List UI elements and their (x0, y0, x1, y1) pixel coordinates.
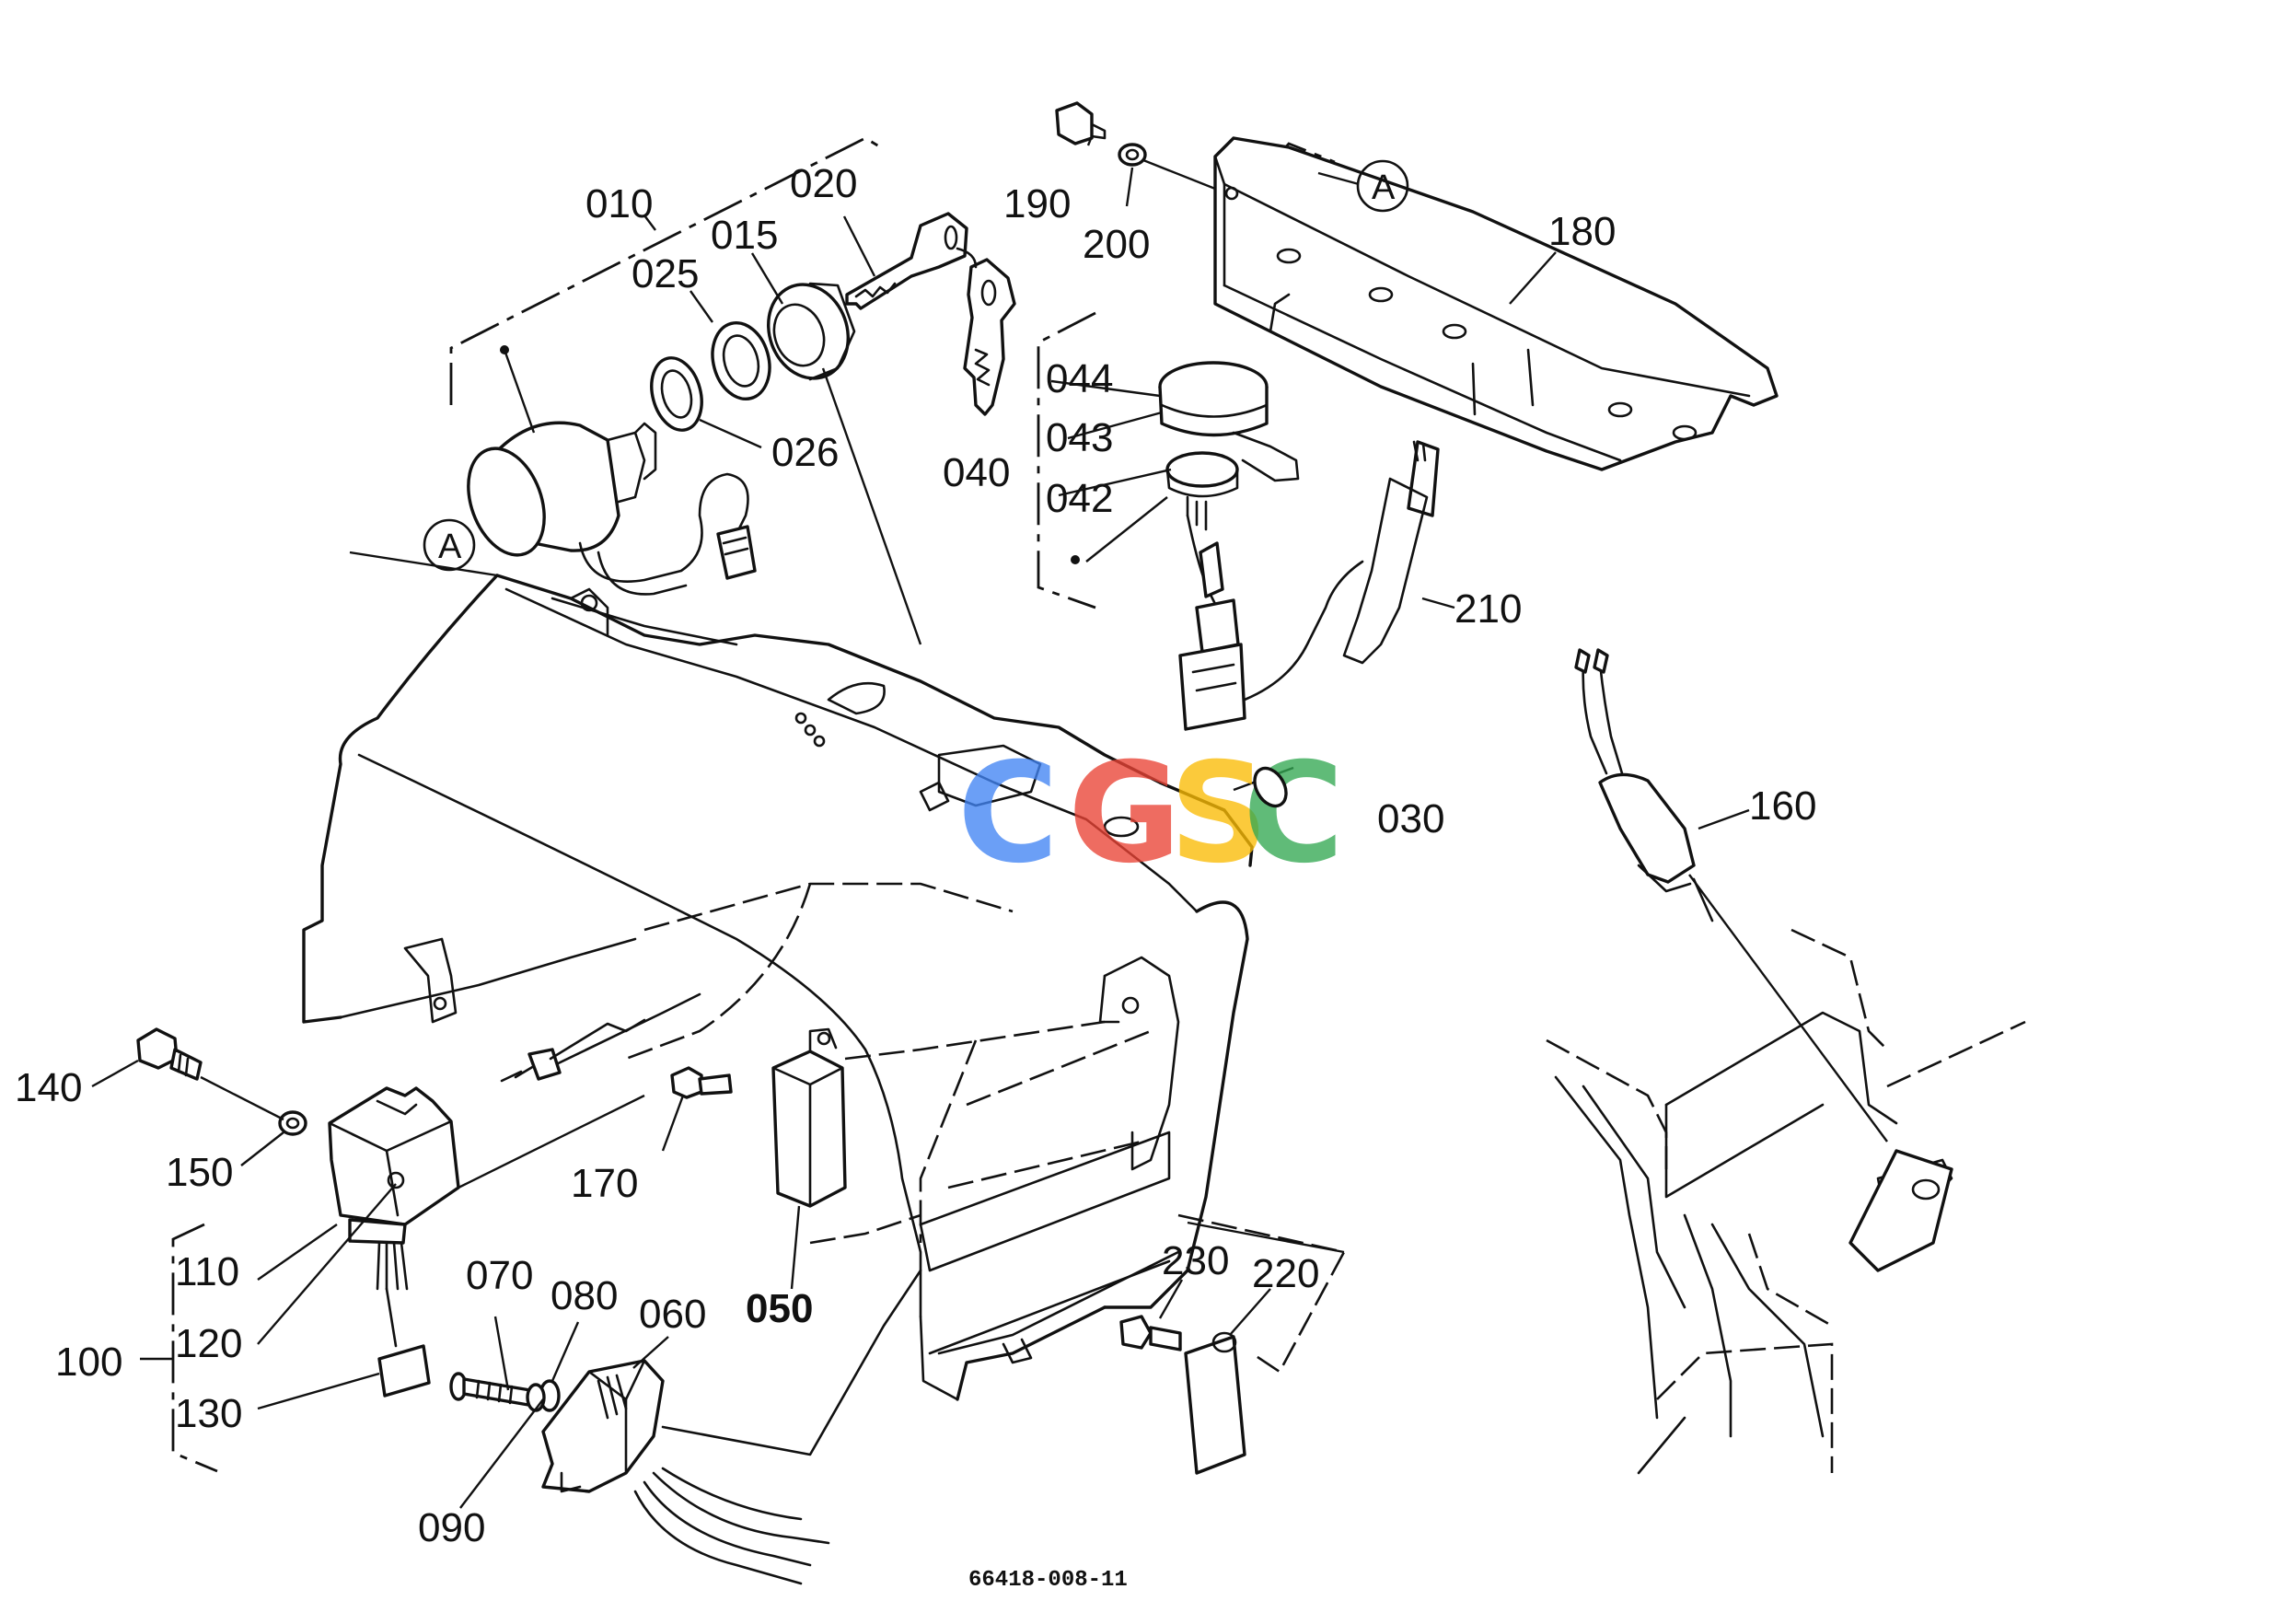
cable-210 (1342, 440, 1440, 665)
callout-044: 044 (1046, 356, 1113, 401)
callout-130: 130 (175, 1391, 242, 1436)
connector-bolt-mid (500, 992, 701, 1083)
dash-panel-cover (302, 574, 1254, 1401)
callout-170: 170 (571, 1161, 638, 1206)
callout-200: 200 (1083, 222, 1150, 267)
bolt-230 (1119, 1315, 1182, 1351)
callout-060: 060 (639, 1292, 706, 1337)
callout-180: 180 (1548, 209, 1616, 254)
watermark-letter-4: C (1243, 734, 1344, 894)
callout-080: 080 (550, 1273, 618, 1318)
washer-090 (526, 1383, 546, 1412)
bolt-190 (1055, 101, 1107, 145)
bolt-140 (136, 1027, 203, 1081)
callout-labels: 010 020 015 025 026 190 200 180 044 043 … (15, 161, 1816, 1550)
frame-right (1546, 874, 2026, 1475)
callout-030: 030 (1377, 796, 1444, 841)
callout-042: 042 (1046, 476, 1113, 521)
key-switch-body (467, 421, 757, 596)
callout-140: 140 (15, 1065, 82, 1110)
nut-025 (711, 320, 771, 401)
callout-220: 220 (1252, 1251, 1319, 1296)
alternator-regulator-060 (541, 1359, 830, 1585)
bolt-170 (670, 1066, 733, 1099)
watermark: C G S C (957, 734, 1344, 894)
callout-040: 040 (943, 450, 1010, 495)
leader-lines (91, 135, 1750, 1509)
callout-026: 026 (771, 430, 839, 475)
ref-label-a-left: A (438, 528, 462, 566)
relay-100 (328, 1086, 460, 1398)
switch-040 (1158, 361, 1364, 731)
cover-015 (767, 282, 856, 381)
washer-026 (650, 356, 703, 432)
callout-050: 050 (746, 1286, 813, 1331)
regulator-050 (771, 1027, 847, 1208)
leader-dot-010 (500, 345, 509, 354)
drawing-number: 66418-008-11 (968, 1568, 1128, 1593)
callout-230: 230 (1162, 1238, 1229, 1283)
washer-200 (1118, 143, 1147, 167)
keys-020 (845, 212, 1016, 416)
group-bracket-010 (449, 136, 885, 405)
callout-015: 015 (711, 213, 778, 258)
callout-100: 100 (55, 1340, 122, 1385)
callout-120: 120 (175, 1321, 242, 1366)
watermark-letter-1: C (957, 734, 1059, 894)
ref-label-a-top: A (1372, 168, 1396, 207)
callout-020: 020 (790, 161, 857, 206)
watermark-letter-3: S (1169, 734, 1269, 894)
dashed-routes (349, 551, 1346, 1456)
leader-dot-040 (1071, 555, 1080, 564)
callout-043: 043 (1046, 415, 1113, 460)
group-bracket-100 (171, 1223, 218, 1473)
meter-panel-180 (1213, 136, 1779, 471)
watermark-letter-2: G (1068, 734, 1181, 894)
callout-150: 150 (166, 1150, 233, 1195)
callout-110: 110 (175, 1249, 239, 1294)
group-bracket-040 (1037, 311, 1096, 609)
callout-090: 090 (418, 1505, 485, 1550)
callout-190: 190 (1003, 181, 1071, 226)
screw-070 (449, 1372, 532, 1407)
bracket-220 (1184, 1331, 1246, 1475)
washer-150 (278, 1110, 307, 1136)
ref-mark-a-left: A (423, 518, 476, 572)
ring-030 (1253, 766, 1288, 808)
callout-210: 210 (1454, 586, 1522, 632)
callout-070: 070 (466, 1253, 533, 1298)
callout-025: 025 (632, 251, 699, 296)
ref-mark-a-top: A (1356, 159, 1409, 213)
sensor-160 (1574, 648, 1714, 922)
callout-160: 160 (1749, 783, 1816, 829)
callout-010: 010 (585, 181, 653, 226)
